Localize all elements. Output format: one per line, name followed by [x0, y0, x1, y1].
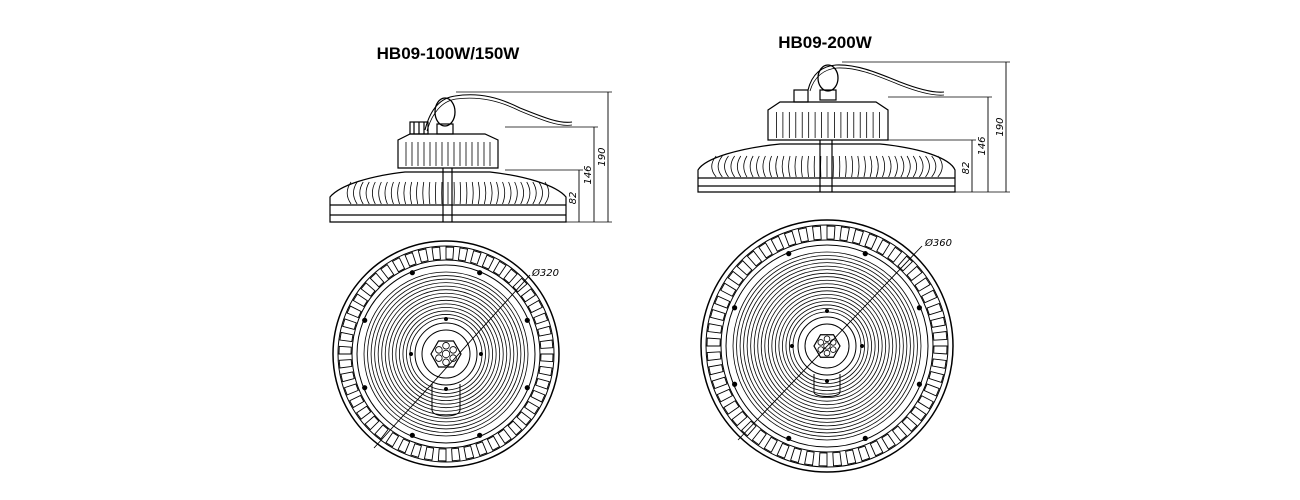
diameter-dimension: Ø320 — [531, 267, 559, 279]
height-dimension: 146 — [977, 136, 988, 155]
product-title: HB09-100W/150W — [377, 44, 521, 63]
side-view — [697, 61, 1010, 193]
height-dimension: 146 — [583, 165, 594, 184]
height-dimension: 190 — [995, 117, 1006, 136]
top-view — [700, 219, 954, 473]
top-view — [332, 240, 560, 468]
product-title: HB09-200W — [778, 33, 872, 52]
product-left: HB09-100W/150W — [329, 44, 612, 468]
height-dimension: 82 — [568, 192, 579, 205]
diameter-dimension: Ø360 — [924, 237, 952, 249]
side-view — [329, 91, 612, 223]
product-right: HB09-200W — [697, 33, 1010, 473]
height-dimension: 190 — [597, 147, 608, 166]
height-dimension: 82 — [961, 162, 972, 175]
